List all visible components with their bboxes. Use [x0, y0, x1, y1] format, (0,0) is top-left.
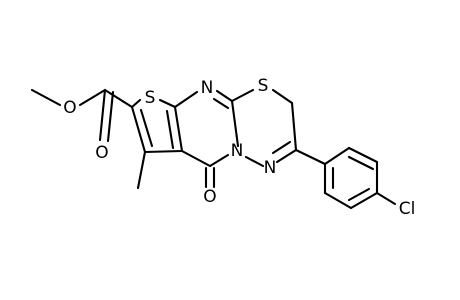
- bonds: [30, 88, 397, 210]
- bond-c-phenyl: [294, 148, 327, 166]
- bond-methyl-c-ester-c-double: [139, 108, 154, 148]
- bond-ch2-c-imine: [290, 101, 298, 152]
- atom-s-thiadiazine: S: [258, 76, 269, 96]
- atom-s-thiophene: S: [145, 88, 156, 108]
- bond-methyl-c-ester-c: [130, 105, 147, 154]
- bond-n-n: [244, 155, 265, 168]
- bond-o-carbonyl-carbon: [78, 88, 107, 107]
- bond-ester-c-o-single: [98, 88, 107, 142]
- bond-phenyl-4: [349, 191, 379, 210]
- bond-c-s-thiadiazine: [230, 88, 255, 103]
- bond-phenyl-1: [323, 146, 351, 166]
- bond-carbonyl-c-fusion: [180, 149, 212, 168]
- bond-fusion-c-methyl-c: [143, 149, 184, 154]
- bond-n-c-pyrimidine: [215, 89, 234, 103]
- atom-n-imine: N: [264, 158, 277, 178]
- bond-c-c-fusion: [173, 105, 184, 153]
- atom-labels: O O S N S N N O Cl: [63, 76, 415, 219]
- atom-o-ester-carbonyl: O: [95, 143, 108, 163]
- bond-phenyl-4-double: [347, 187, 371, 202]
- bond-n-bridge-c-carbonyl: [208, 153, 230, 168]
- atom-n-bridge: N: [231, 141, 244, 161]
- bond-c-n-imine-double-2: [271, 140, 292, 155]
- bond-phenyl-2-double: [347, 155, 375, 171]
- bond-methyl: [136, 150, 147, 190]
- bond-c-n-imine-double: [275, 148, 298, 164]
- bond-n-c-pyrimidine-double: [212, 97, 230, 110]
- bond-phenyl-5: [323, 191, 353, 210]
- bond-c-c-fusion-double: [165, 109, 175, 150]
- atom-n-pyrimidine: N: [201, 78, 214, 98]
- bond-c-n-bridge: [230, 99, 240, 148]
- bond-ester-carbon-thiophene: [103, 88, 134, 109]
- bond-c-n-pyrimidine: [173, 90, 199, 109]
- bond-ester-c-o-double: [106, 90, 115, 143]
- bond-s-ch2: [271, 88, 294, 105]
- bond-c-s-thiophene: [130, 98, 142, 109]
- atom-o-methoxy: O: [63, 98, 76, 118]
- bond-phenyl-cl: [375, 191, 397, 206]
- atom-o-carbonyl-ring: O: [203, 187, 216, 207]
- atom-cl: Cl: [399, 199, 416, 219]
- bond-phenyl-2: [347, 146, 379, 164]
- bond-methyl-o: [30, 88, 62, 107]
- bond-s-c-thiophene: [158, 98, 177, 109]
